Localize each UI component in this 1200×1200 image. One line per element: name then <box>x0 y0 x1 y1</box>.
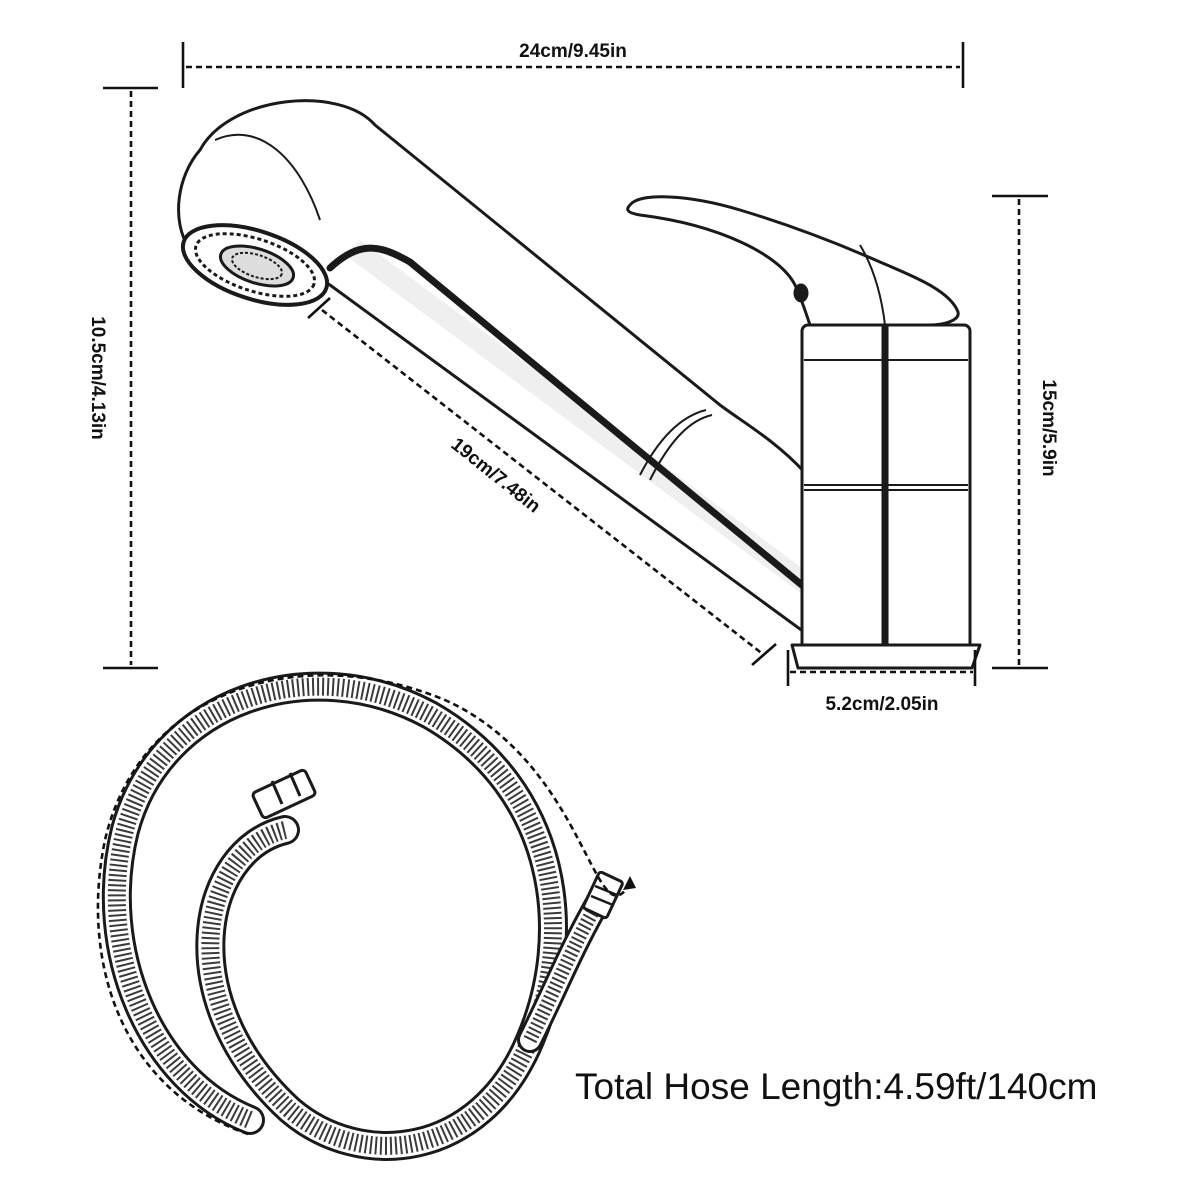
hose-fitting-right <box>582 870 624 920</box>
spout-arm <box>177 99 854 642</box>
overall-height-label: 10.5cm/4.13in <box>87 316 108 440</box>
dimension-lines <box>96 42 1048 1136</box>
hose-fitting-left <box>251 768 317 820</box>
hose-length-arc <box>96 673 634 1136</box>
overall-width-label: 24cm/9.45in <box>519 41 627 62</box>
hose-length-label: Total Hose Length:4.59ft/140cm <box>575 1066 1097 1107</box>
base-diameter-label: 5.2cm/2.05in <box>825 694 938 715</box>
spray-head <box>180 223 330 307</box>
body-height-label: 15cm/5.9in <box>1038 379 1059 476</box>
lever-handle <box>626 195 960 327</box>
faucet-body <box>790 323 982 670</box>
hose-arc-arrowhead <box>623 876 636 890</box>
faucet-illustration <box>177 99 982 670</box>
hose-illustration <box>101 671 624 1161</box>
